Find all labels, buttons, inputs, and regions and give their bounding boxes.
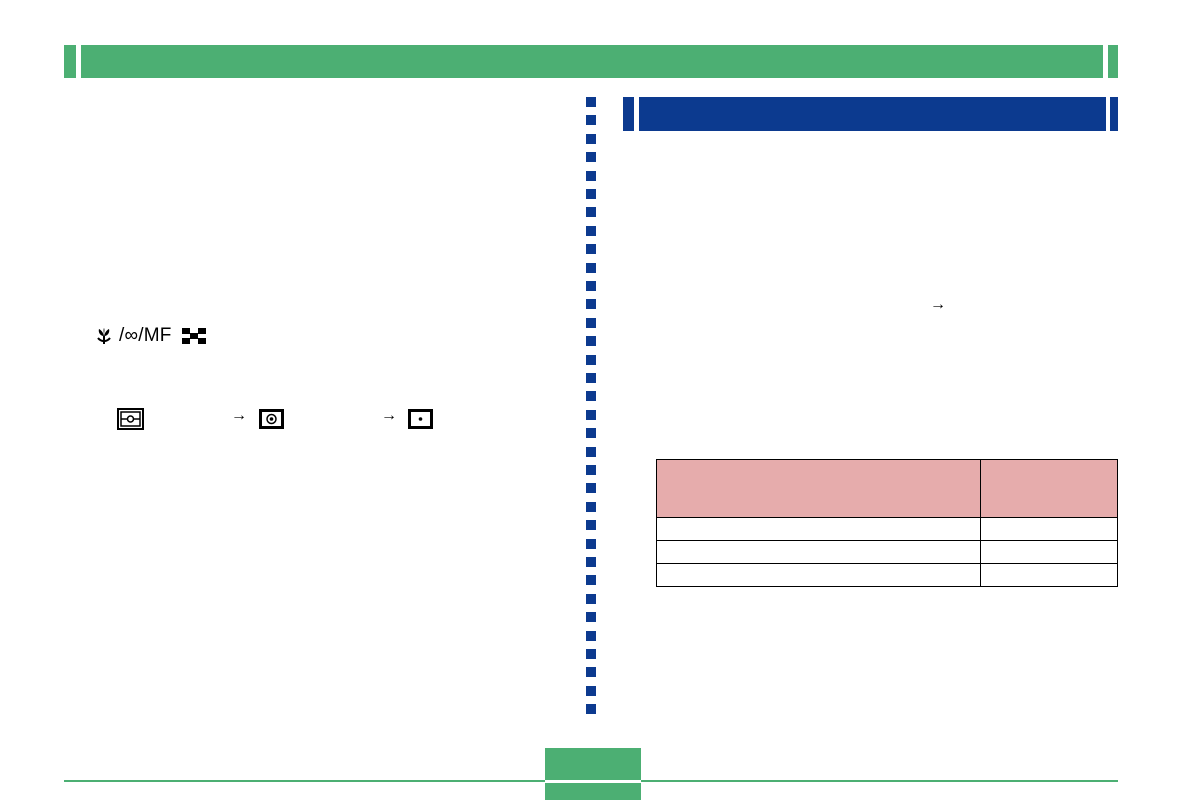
- divider-dot: [586, 244, 596, 254]
- divider-dot: [586, 649, 596, 659]
- focus-mode-text: /∞/MF: [119, 325, 172, 346]
- divider-dot: [586, 502, 596, 512]
- table-row: [655, 517, 1118, 541]
- table-header-cell: [980, 459, 1118, 518]
- divider-dot: [586, 520, 596, 530]
- focus-mode-line: /∞/MF: [95, 322, 206, 350]
- divider-dot: [586, 318, 596, 328]
- table-cell: [980, 540, 1118, 564]
- divider-dot: [586, 428, 596, 438]
- divider-dot: [586, 97, 596, 107]
- table-row: [655, 563, 1118, 587]
- divider-dot: [586, 465, 596, 475]
- divider-dot: [586, 631, 596, 641]
- table-cell: [655, 540, 982, 564]
- divider-dot: [586, 336, 596, 346]
- divider-dot: [586, 557, 596, 567]
- table-header-cell: [655, 459, 982, 518]
- header-band-separator-left: [76, 45, 81, 78]
- divider-dot: [586, 189, 596, 199]
- header-band-cap: [64, 45, 76, 78]
- table-cell: [655, 563, 982, 587]
- divider-dot: [586, 594, 596, 604]
- header-band-separator-right: [1103, 45, 1108, 78]
- divider-dot: [586, 355, 596, 365]
- page-number-tab: [545, 748, 641, 800]
- right-column-arrow: →: [930, 296, 946, 313]
- divider-dot: [586, 391, 596, 401]
- divider-dot: [586, 483, 596, 493]
- divider-dot: [586, 373, 596, 383]
- table-header-row: [655, 459, 1118, 518]
- divider-dot: [586, 667, 596, 677]
- table-cell: [655, 517, 982, 541]
- divider-dot: [586, 612, 596, 622]
- table-cell: [980, 563, 1118, 587]
- divider-dot: [586, 447, 596, 457]
- column-divider: [586, 97, 596, 737]
- divider-dot: [586, 575, 596, 585]
- divider-dot: [586, 539, 596, 549]
- divider-dot: [586, 115, 596, 125]
- divider-dot: [586, 410, 596, 420]
- sequence-arrow-1: →: [231, 407, 247, 424]
- divider-dot: [586, 134, 596, 144]
- section-header-bar: [623, 97, 1118, 131]
- sequence-arrow-2: →: [381, 407, 397, 424]
- spot-metering-icon: [408, 409, 433, 429]
- divider-dot: [586, 207, 596, 217]
- table-cell: [980, 517, 1118, 541]
- macro-flower-icon: [97, 328, 111, 344]
- section-bar-separator-left: [634, 97, 639, 131]
- divider-dot: [586, 299, 596, 309]
- info-table: [655, 459, 1118, 587]
- divider-dot: [586, 226, 596, 236]
- divider-dot: [586, 281, 596, 291]
- focus-area-pattern-icon: [181, 328, 206, 344]
- page-tab-gap: [545, 780, 641, 783]
- section-bar-separator-right: [1106, 97, 1110, 131]
- multi-pattern-metering-icon: [117, 408, 144, 430]
- divider-dot: [586, 171, 596, 181]
- divider-dot: [586, 704, 596, 714]
- divider-dot: [586, 686, 596, 696]
- header-band: [64, 45, 1118, 78]
- center-weighted-metering-icon: [259, 409, 284, 429]
- table-row: [655, 540, 1118, 564]
- divider-dot: [586, 263, 596, 273]
- metering-sequence: → →: [117, 406, 447, 432]
- divider-dot: [586, 152, 596, 162]
